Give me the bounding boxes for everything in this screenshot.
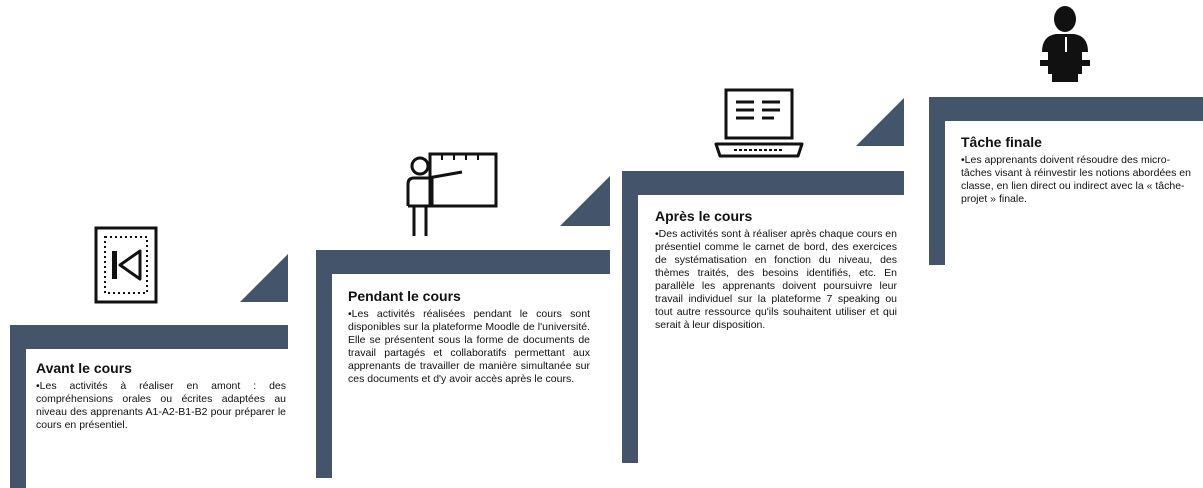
step-3-card: Après le cours •Des activités sont à réa… (655, 208, 897, 332)
step-2-title: Pendant le cours (348, 288, 461, 304)
step-1-text: •Les activités à réaliser en amont : des… (36, 380, 286, 431)
step-1-title: Avant le cours (36, 360, 132, 376)
step-2-arrow-triangle (560, 176, 610, 226)
step-2-card: Pendant le cours •Les activités réalisée… (348, 288, 590, 386)
step-2-vertical-bar (316, 250, 332, 478)
step-1-arrow-triangle (240, 254, 288, 302)
step-3-horizontal-bar (622, 171, 904, 195)
step-2-text: •Les activités réalisées pendant le cour… (348, 308, 590, 385)
step-3-vertical-bar (622, 171, 638, 463)
laptop-icon (714, 88, 804, 165)
step-2-horizontal-bar (316, 250, 610, 274)
step-4-title: Tâche finale (961, 134, 1042, 150)
step-1-horizontal-bar (10, 325, 288, 349)
step-4-horizontal-bar (929, 97, 1203, 121)
step-3-text: •Des activités sont à réaliser après cha… (655, 228, 897, 331)
step-3-arrow-triangle (856, 98, 904, 146)
skip-back-icon (94, 226, 158, 309)
step-3-title: Après le cours (655, 208, 753, 224)
step-1-card: Avant le cours •Les activités à réaliser… (36, 360, 286, 432)
step-4-vertical-bar (929, 97, 945, 265)
person-podium-icon (1030, 4, 1100, 89)
teacher-board-icon (402, 150, 502, 245)
step-4-card: Tâche finale •Les apprenants doivent rés… (961, 134, 1199, 206)
step-4-text: •Les apprenants doivent résoudre des mic… (961, 154, 1191, 205)
step-1-vertical-bar (10, 325, 26, 488)
